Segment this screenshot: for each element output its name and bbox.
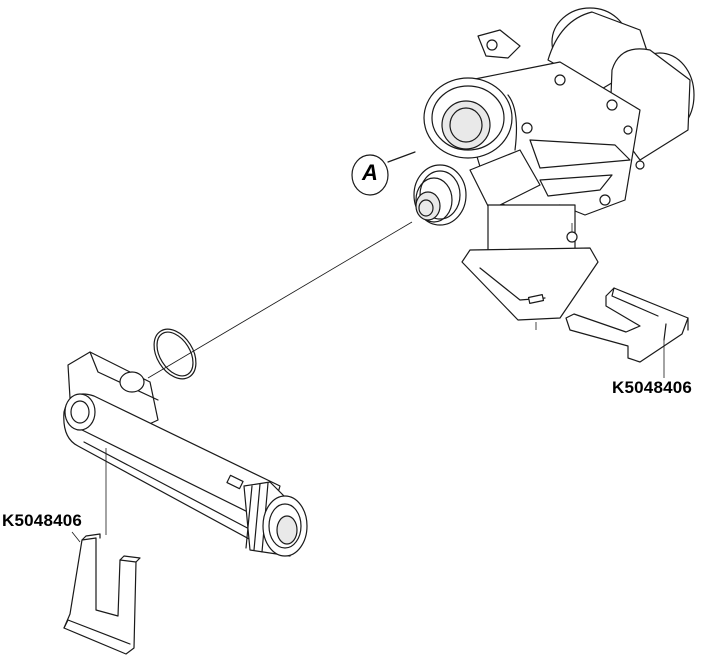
- valve-body-assembly: [413, 7, 695, 330]
- left-retaining-clip: [63, 531, 141, 655]
- part-number-label: K5048406: [612, 378, 693, 397]
- callout-marker: [351, 151, 416, 196]
- right-retaining-clip: [565, 287, 689, 378]
- tube-assembly: [63, 351, 308, 557]
- callout-letter: A: [362, 160, 378, 185]
- part-number-label: K5048406: [2, 511, 83, 530]
- assembly-axis-line: [147, 221, 413, 379]
- o-ring: [153, 328, 197, 380]
